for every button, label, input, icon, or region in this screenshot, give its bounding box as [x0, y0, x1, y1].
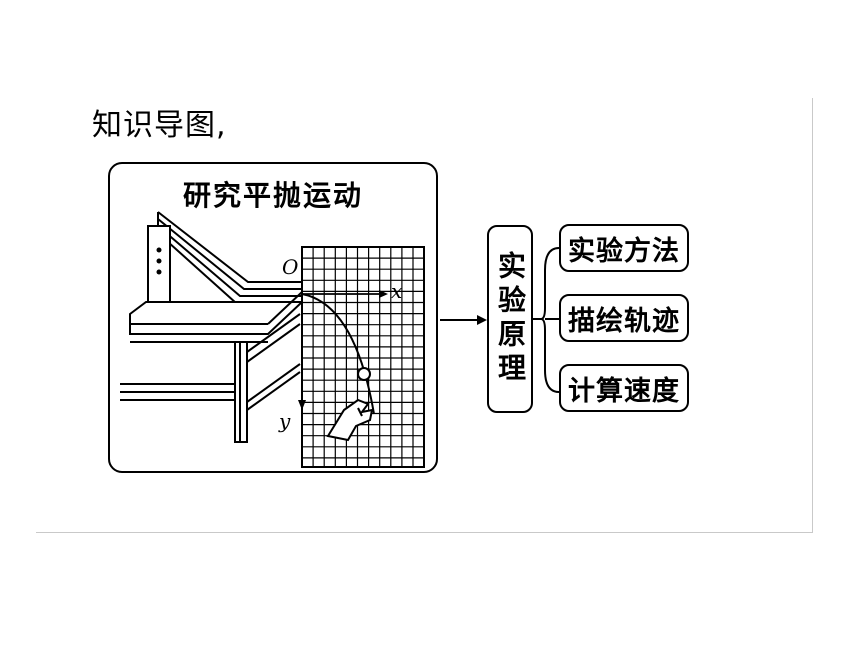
bottom-divider [36, 532, 813, 533]
trajectory-curve [301, 293, 375, 415]
ramp-support [147, 225, 171, 307]
ramp-rails [157, 211, 302, 304]
origin-label: O [282, 255, 298, 279]
table [120, 291, 305, 443]
option-draw-trajectory: 描绘轨迹 [559, 294, 689, 342]
grid-board [301, 246, 425, 468]
x-axis-label: x [391, 279, 402, 303]
principle-box: 实验原理 [487, 225, 533, 413]
flow-arrow [440, 315, 487, 325]
page-heading: 知识导图, [92, 108, 227, 143]
apparatus-illustration: O x y [120, 211, 425, 468]
principle-label: 实验原理 [494, 251, 527, 387]
y-axis-label: y [278, 409, 291, 433]
option-experiment-method: 实验方法 [559, 224, 689, 272]
right-divider [812, 98, 813, 532]
option-calculate-speed: 计算速度 [559, 364, 689, 412]
ball-marker [357, 367, 371, 381]
experiment-panel: O x y 研究平抛运动 [108, 162, 438, 473]
branch-bracket [531, 247, 560, 393]
hand-icon [326, 398, 374, 442]
coordinate-axes [298, 290, 388, 410]
panel-title: 研究平抛运动 [182, 179, 363, 212]
